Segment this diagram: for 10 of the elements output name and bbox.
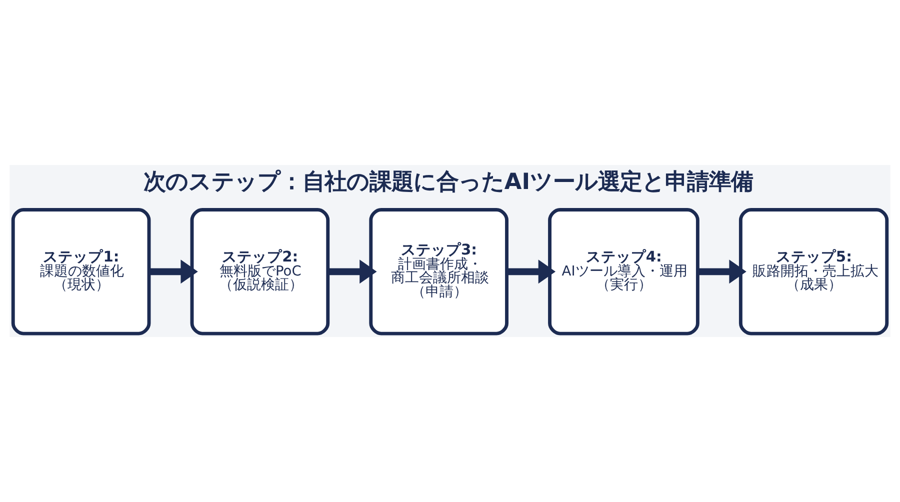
node-box: ステップ3: 計画書作成・商工会議所相談（申請） [369,208,508,336]
node-box: ステップ5: 販路開拓・売上拡大（成果） [738,208,889,336]
arrow [698,260,746,284]
arrow [328,260,377,284]
node-box: ステップ2: 無料版でPoC（仮説検証） [190,208,330,336]
node-box: ステップ4: AIツール導入・運用（実行） [548,208,700,336]
arrow [149,260,198,284]
node-box: ステップ1: 課題の数値化（現状） [11,208,151,336]
diagram-title: 次のステップ：自社の課題に合ったAIツール選定と申請準備 [143,168,754,195]
arrow [506,260,556,284]
